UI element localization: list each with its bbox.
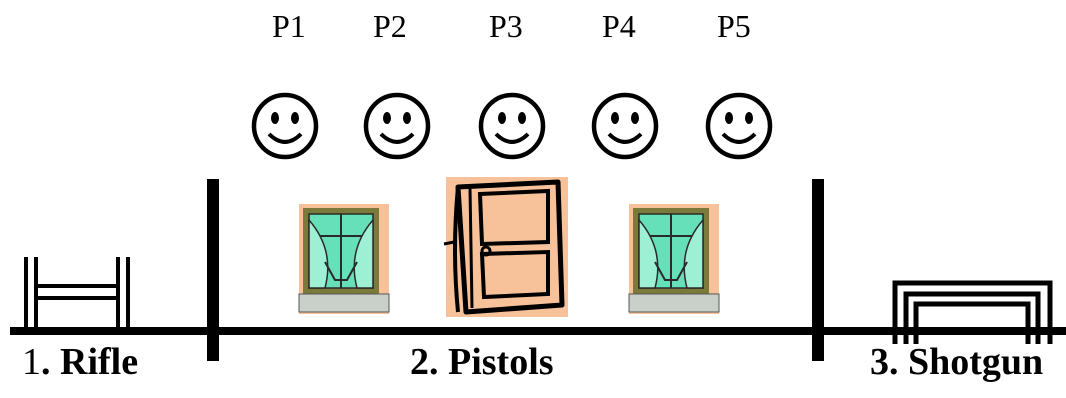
position-label-p1: P1 (272, 8, 306, 44)
shotgun-table-icon (892, 280, 1053, 344)
position-label-p5: P5 (717, 8, 751, 44)
station-number-rifle: 1 (22, 341, 41, 383)
position-label-p2: P2 (373, 8, 407, 44)
window-icon (298, 204, 390, 314)
smiley-face-icon (705, 92, 773, 160)
station-label-shotgun: 3. Shotgun (870, 340, 1043, 384)
station-divider-right (812, 179, 824, 361)
window-icon (628, 204, 720, 314)
smiley-face-icon (591, 92, 659, 160)
position-label-p4: P4 (602, 8, 636, 44)
station-name-pistols: Pistols (448, 341, 554, 383)
smiley-face-icon (478, 92, 546, 160)
smiley-face-icon (363, 92, 431, 160)
station-label-pistols: 2. Pistols (410, 340, 554, 384)
door-icon (443, 177, 568, 317)
station-label-rifle: 1. Rifle (22, 340, 138, 384)
station-name-shotgun: Shotgun (908, 341, 1044, 383)
rifle-rest-icon (24, 257, 130, 330)
station-divider-left (207, 179, 219, 361)
smiley-face-icon (251, 92, 319, 160)
station-separator-rifle: . (41, 341, 51, 383)
station-number-pistols: 2. (410, 341, 439, 383)
station-name-rifle: Rifle (60, 341, 139, 383)
position-label-p3: P3 (489, 8, 523, 44)
station-number-shotgun: 3. (870, 341, 899, 383)
ground-line (10, 327, 1066, 335)
